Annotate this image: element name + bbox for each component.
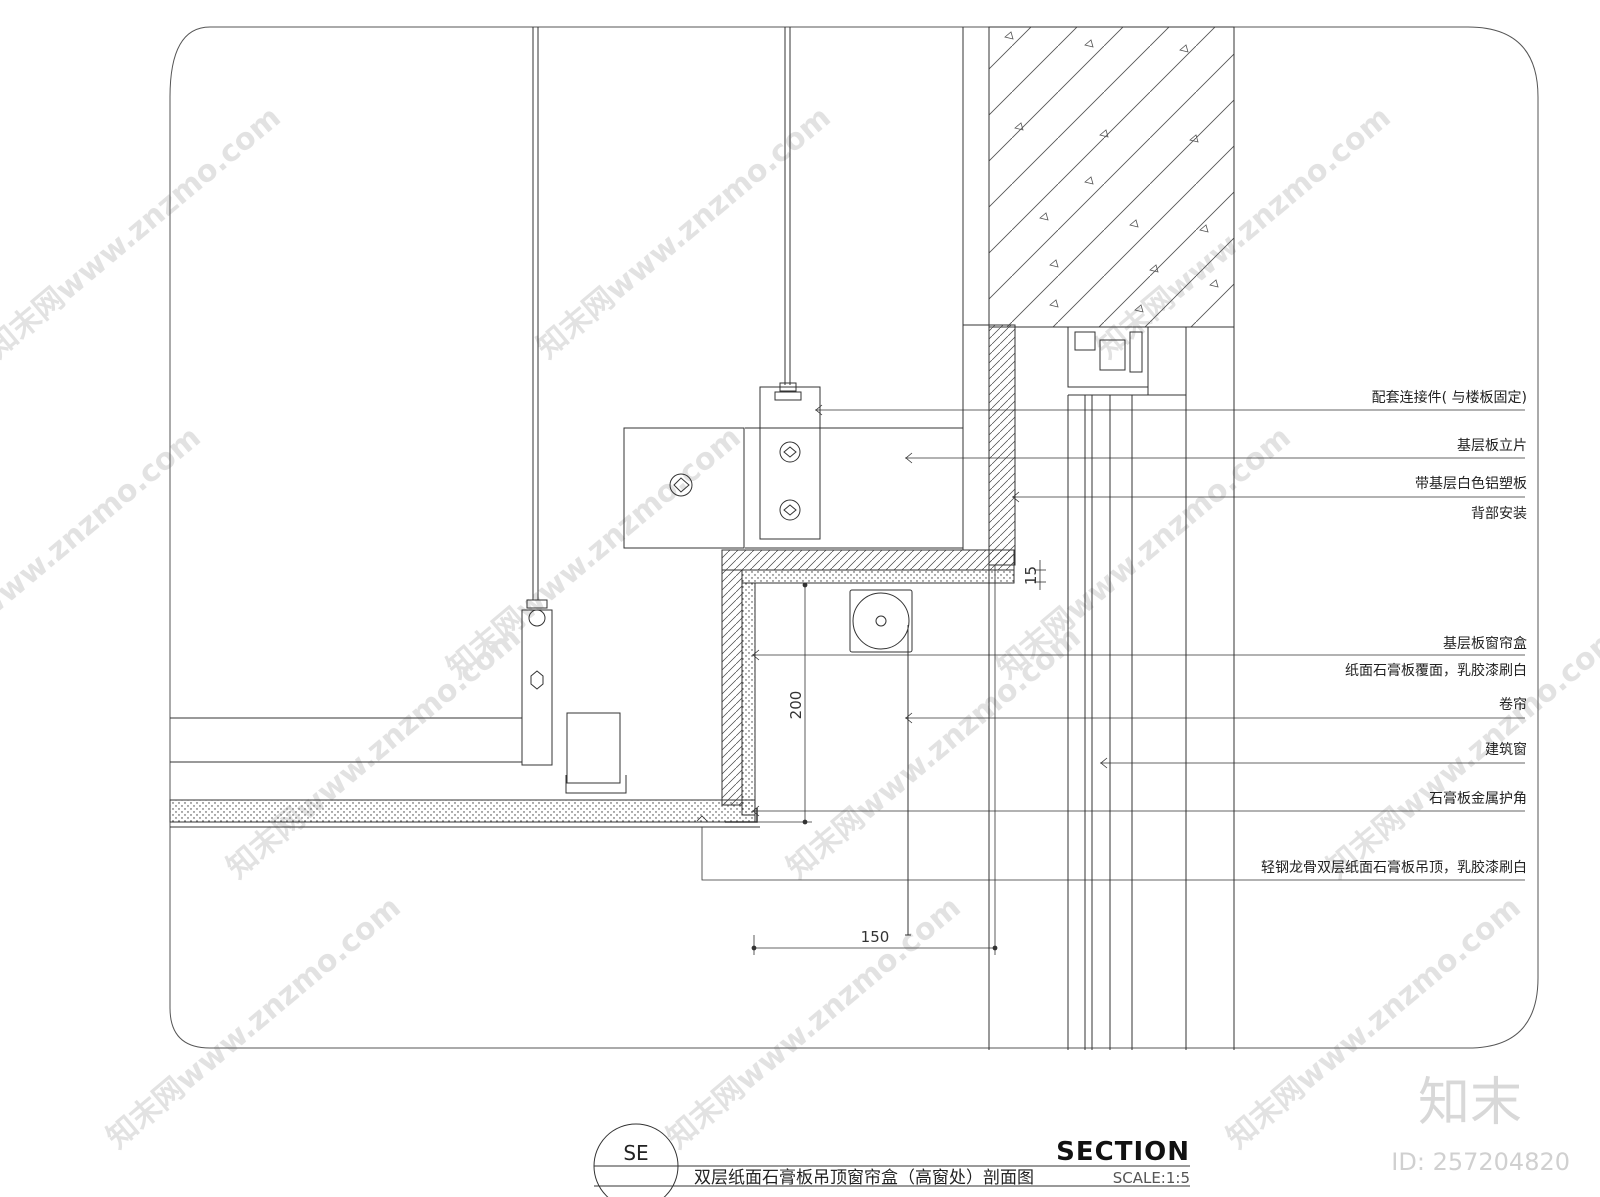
callout-labels: 配套连接件( 与楼板固定) 基层板立片 带基层白色铝塑板 背部安装 基层板窗帘盒… [1261,389,1527,876]
watermark-text: 知末网www.znzmo.com [220,620,527,886]
left-hanger-bracket [521,599,627,794]
right-hanger-bracket [623,382,821,549]
label-roller-blind: 卷帘 [1499,697,1527,713]
curtain-box-top [721,549,1015,571]
curtain-box-gypsum-side [741,582,756,816]
drawing-frame [169,26,1539,1049]
label-gypsum-cover: 纸面石膏板覆面，乳胶漆刷白 [1345,662,1527,679]
watermark-text: 知末网www.znzmo.com [100,890,407,1156]
roller-blind [849,589,913,936]
ceiling-gypsum-board [169,799,756,823]
curtain-box-gypsum-top [741,569,1015,584]
base-board-vertical [988,324,1016,566]
dimension-150: 150 [861,928,890,946]
concrete-slab [988,26,1235,328]
window-frame [1067,326,1187,1050]
label-ceiling: 轻钢龙骨双层纸面石膏板吊顶，乳胶漆刷白 [1261,859,1527,876]
label-base-board-vertical: 基层板立片 [1457,437,1527,454]
label-building-window: 建筑窗 [1485,741,1527,758]
label-aluminum-panel: 带基层白色铝塑板 [1415,475,1527,492]
watermark-text: 知末网www.znzmo.com [0,420,208,686]
label-curtain-box: 基层板窗帘盒 [1443,635,1527,652]
hanger-rods [532,27,791,600]
dimension-lines [751,560,1046,955]
leader-lines [696,404,1525,881]
watermark-text: 知末网www.znzmo.com [780,620,1087,886]
watermark-text: 知末网www.znzmo.com [530,100,837,366]
scale-text: SCALE:1:5 [1113,1169,1190,1187]
watermark-text: 知末网www.znzmo.com [1320,620,1600,886]
section-id: SE [623,1141,648,1165]
dimension-200: 200 [787,691,805,720]
label-connector: 配套连接件( 与楼板固定) [1372,389,1527,406]
watermark-text: 知末网www.znzmo.com [0,100,288,366]
ceiling-channels [170,325,964,828]
title-block: SE SECTION 双层纸面石膏板吊顶窗帘盒（高窗处）剖面图 SCALE:1:… [593,1123,1190,1197]
brand-logo: 知末 [1418,1073,1522,1133]
label-corner-guard: 石膏板金属护角 [1429,790,1527,807]
label-back-install: 背部安装 [1471,506,1527,522]
aluminum-panel [962,324,990,551]
section-heading: SECTION [1056,1137,1190,1167]
curtain-box-side [721,569,743,806]
dimension-15: 15 [1022,566,1040,585]
watermark-text: 知末网www.znzmo.com [660,890,967,1156]
drawing-title: 双层纸面石膏板吊顶窗帘盒（高窗处）剖面图 [694,1167,1034,1188]
id-text: ID: 257204820 [1391,1148,1570,1176]
